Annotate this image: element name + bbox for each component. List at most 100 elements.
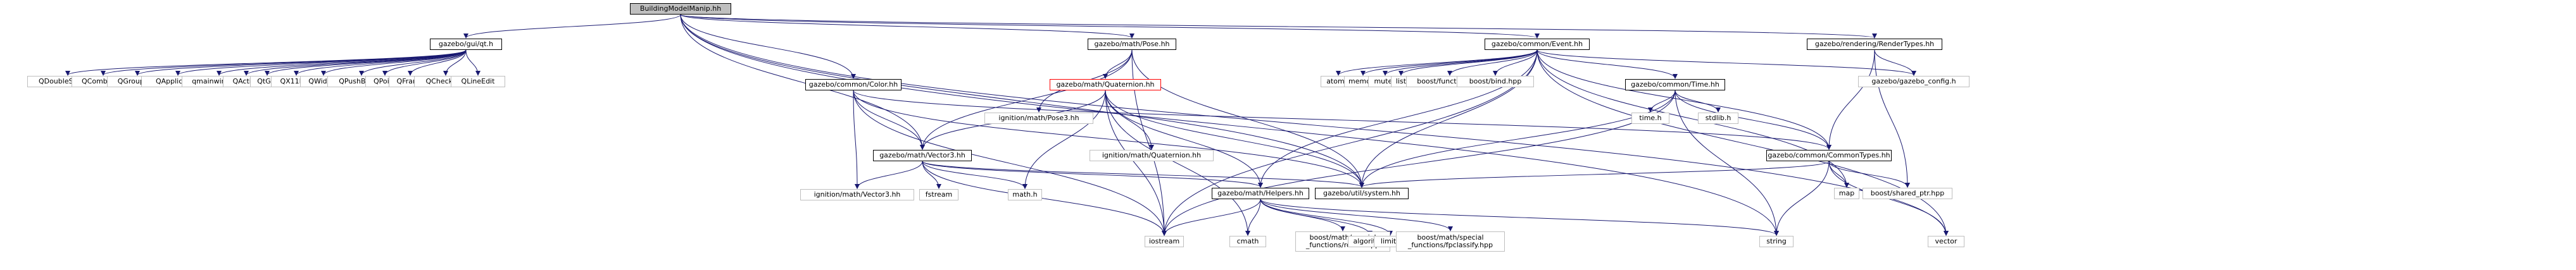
edge-math-vector3-to-util-system: [922, 161, 1364, 188]
edge-root-to-common-color: [680, 14, 856, 79]
node-string: string: [1759, 236, 1794, 247]
node-common-event[interactable]: gazebo/common/Event.hh: [1485, 39, 1590, 50]
edge-gui-qt-to-qframe: [408, 49, 467, 76]
node-math-quaternion[interactable]: gazebo/math/Quaternion.hh: [1050, 79, 1161, 90]
node-math-pose[interactable]: gazebo/math/Pose.hh: [1088, 39, 1176, 50]
edge-common-color-to-common-types: [853, 90, 1831, 150]
edge-common-event-to-mutex: [1383, 49, 1538, 76]
node-gui-qt[interactable]: gazebo/gui/qt.h: [430, 39, 502, 50]
node-map: map: [1834, 188, 1859, 199]
edge-common-event-to-boost-bind: [1493, 49, 1538, 76]
edge-common-event-to-vector: [1536, 49, 1949, 236]
edge-gui-qt-to-qwidget: [321, 49, 467, 76]
node-iostream: iostream: [1145, 236, 1184, 247]
edge-common-event-to-math-helpers: [1258, 49, 1538, 188]
edge-math-pose-to-math-vector3: [920, 49, 1133, 150]
node-common-time[interactable]: gazebo/common/Time.hh: [1625, 79, 1725, 90]
node-math-vector3[interactable]: gazebo/math/Vector3.hh: [873, 150, 972, 161]
edge-gui-qt-to-qlineedit: [465, 49, 481, 76]
edge-root-to-common-event: [680, 14, 1540, 39]
edge-math-vector3-to-math-h: [922, 161, 1027, 189]
edge-common-time-to-stdlib-h: [1674, 90, 1721, 113]
node-ign-pose3: ignition/math/Pose3.hh: [984, 113, 1093, 124]
edge-math-helpers-to-limits: [1260, 199, 1393, 236]
edge-common-time-to-util-system: [1359, 90, 1676, 188]
edge-gui-qt-to-qpushbutton: [359, 49, 467, 76]
edge-gui-qt-to-qcheckbox: [443, 49, 467, 76]
node-math-helpers[interactable]: gazebo/math/Helpers.hh: [1212, 188, 1309, 199]
edge-math-quaternion-to-ign-quaternion: [1105, 90, 1154, 150]
node-stdlib-h: stdlib.h: [1698, 113, 1738, 124]
edge-common-event-to-map: [1536, 49, 1849, 188]
edge-math-pose-to-math-quaternion: [1103, 49, 1133, 79]
edge-math-pose-to-iostream: [1131, 49, 1167, 236]
edge-common-color-to-iostream: [853, 90, 1167, 236]
edge-rendering-types-to-common-types: [1826, 49, 1875, 150]
edge-gui-qt-to-qx11info: [294, 49, 467, 76]
edge-common-event-to-boost-function: [1447, 49, 1538, 76]
edge-math-helpers-to-boost-fpclassify: [1260, 199, 1453, 231]
edge-gui-qt-to-qtgui: [265, 49, 467, 76]
edge-common-time-to-common-types: [1674, 90, 1831, 150]
edge-root-to-rendering-types: [680, 14, 1877, 39]
edge-root-to-gui-qt: [463, 14, 681, 39]
edge-math-quaternion-to-math-helpers: [1105, 90, 1263, 188]
node-util-system[interactable]: gazebo/util/system.hh: [1315, 188, 1409, 199]
node-boost-bind: boost/bind.hpp: [1457, 76, 1534, 87]
edge-math-quaternion-to-iostream: [1105, 90, 1167, 236]
edge-math-vector3-to-iostream: [922, 161, 1167, 236]
node-rendering-types[interactable]: gazebo/rendering/RenderTypes.hh: [1807, 39, 1942, 50]
node-qlineedit: QLineEdit: [451, 76, 505, 87]
node-ign-vector3: ignition/math/Vector3.hh: [800, 189, 914, 200]
edge-rendering-types-to-boost-shared-ptr: [1874, 49, 1910, 188]
edge-common-time-to-string: [1674, 90, 1779, 236]
node-ign-quaternion: ignition/math/Quaternion.hh: [1090, 150, 1214, 161]
node-time-h: time.h: [1631, 113, 1669, 124]
node-math-h: math.h: [1008, 189, 1042, 200]
edge-common-types-to-boost-shared-ptr: [1828, 161, 1910, 188]
node-boost-fpclassify: boost/math/special _functions/fpclassify…: [1396, 231, 1505, 252]
edge-math-quaternion-to-util-system: [1105, 90, 1364, 188]
edge-math-vector3-to-math-helpers: [922, 161, 1263, 188]
edge-common-event-to-common-types: [1536, 49, 1831, 150]
edge-common-event-to-util-system: [1359, 49, 1538, 188]
edge-common-event-to-memory: [1360, 49, 1538, 76]
edge-gui-qt-to-qapplication: [175, 49, 467, 76]
edge-root-to-vector: [680, 14, 1949, 236]
node-fstream: fstream: [919, 189, 958, 200]
edge-common-types-to-util-system: [1359, 161, 1830, 188]
node-gazebo-config: gazebo/gazebo_config.h: [1858, 76, 1970, 87]
edge-gui-qt-to-qpoint: [382, 49, 467, 76]
edge-common-color-to-util-system: [853, 90, 1364, 188]
edge-gui-qt-to-qgroupbox: [135, 49, 467, 76]
edge-math-quaternion-to-cmath: [1105, 90, 1250, 236]
edge-gui-qt-to-qcombobox: [101, 49, 467, 76]
node-common-types[interactable]: gazebo/common/CommonTypes.hh: [1766, 150, 1892, 161]
edge-common-event-to-gazebo-config: [1536, 49, 1916, 76]
edge-math-helpers-to-string: [1260, 199, 1779, 236]
edge-common-time-to-time-h: [1648, 90, 1676, 113]
node-boost-shared-ptr: boost/shared_ptr.hpp: [1863, 188, 1952, 199]
edge-common-event-to-list: [1398, 49, 1538, 76]
edge-gui-qt-to-qdoublespinbox: [65, 49, 467, 76]
node-cmath: cmath: [1229, 236, 1266, 247]
node-root: BuildingModelManip.hh: [630, 3, 731, 15]
edge-rendering-types-to-gazebo-config: [1874, 49, 1916, 76]
edge-common-event-to-atomic: [1336, 49, 1538, 76]
edge-math-helpers-to-algorithm: [1260, 199, 1373, 236]
edge-math-vector3-to-ign-vector3: [855, 161, 923, 189]
edge-math-pose-to-util-system: [1131, 49, 1364, 188]
edge-math-helpers-to-iostream: [1162, 199, 1261, 236]
edge-common-event-to-common-time: [1536, 49, 1678, 79]
edge-math-helpers-to-cmath: [1245, 199, 1261, 236]
node-common-color[interactable]: gazebo/common/Color.hh: [805, 79, 902, 90]
edge-root-to-string: [680, 14, 1779, 236]
edge-common-color-to-ign-vector3: [853, 90, 860, 189]
edge-root-to-math-vector3: [680, 14, 925, 150]
edge-root-to-math-pose: [680, 14, 1134, 39]
edge-root-to-util-system: [680, 14, 1364, 188]
node-vector: vector: [1928, 236, 1964, 247]
edge-common-types-to-string: [1774, 161, 1830, 236]
